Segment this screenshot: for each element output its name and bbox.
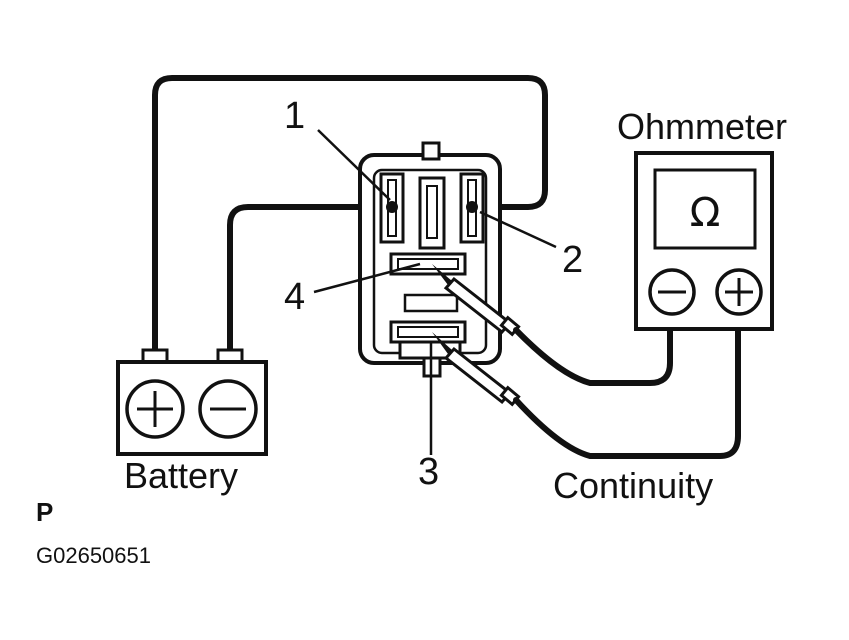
- leader-line-1: [317, 129, 391, 201]
- leader-line-4: [313, 262, 421, 294]
- terminal-1-label: 1: [284, 95, 305, 137]
- wire-battery-positive-to-terminal-2: [152, 75, 548, 355]
- ohmmeter-display: [653, 168, 757, 250]
- terminal-4-label: 4: [284, 276, 305, 318]
- leader-line-2: [479, 210, 557, 249]
- battery: [116, 348, 268, 456]
- battery-label: Battery: [124, 455, 238, 496]
- probe-to-terminal-4: [432, 264, 673, 386]
- ohmmeter-label: Ohmmeter: [617, 106, 787, 147]
- relay-terminal-4: [389, 252, 467, 276]
- continuity-label: Continuity: [553, 465, 713, 506]
- probe-to-terminal-3: [432, 327, 741, 459]
- corner-letter: P: [36, 497, 53, 527]
- terminal-2-label: 2: [562, 239, 583, 281]
- ohmmeter: [634, 151, 774, 331]
- ohm-symbol-icon: Ω: [690, 190, 721, 236]
- wire-battery-negative-to-terminal-1: [227, 204, 395, 355]
- figure-code: G02650651: [36, 543, 151, 568]
- relay: [358, 141, 502, 378]
- terminal-3-label: 3: [418, 451, 439, 493]
- relay-terminal-3: [389, 320, 467, 344]
